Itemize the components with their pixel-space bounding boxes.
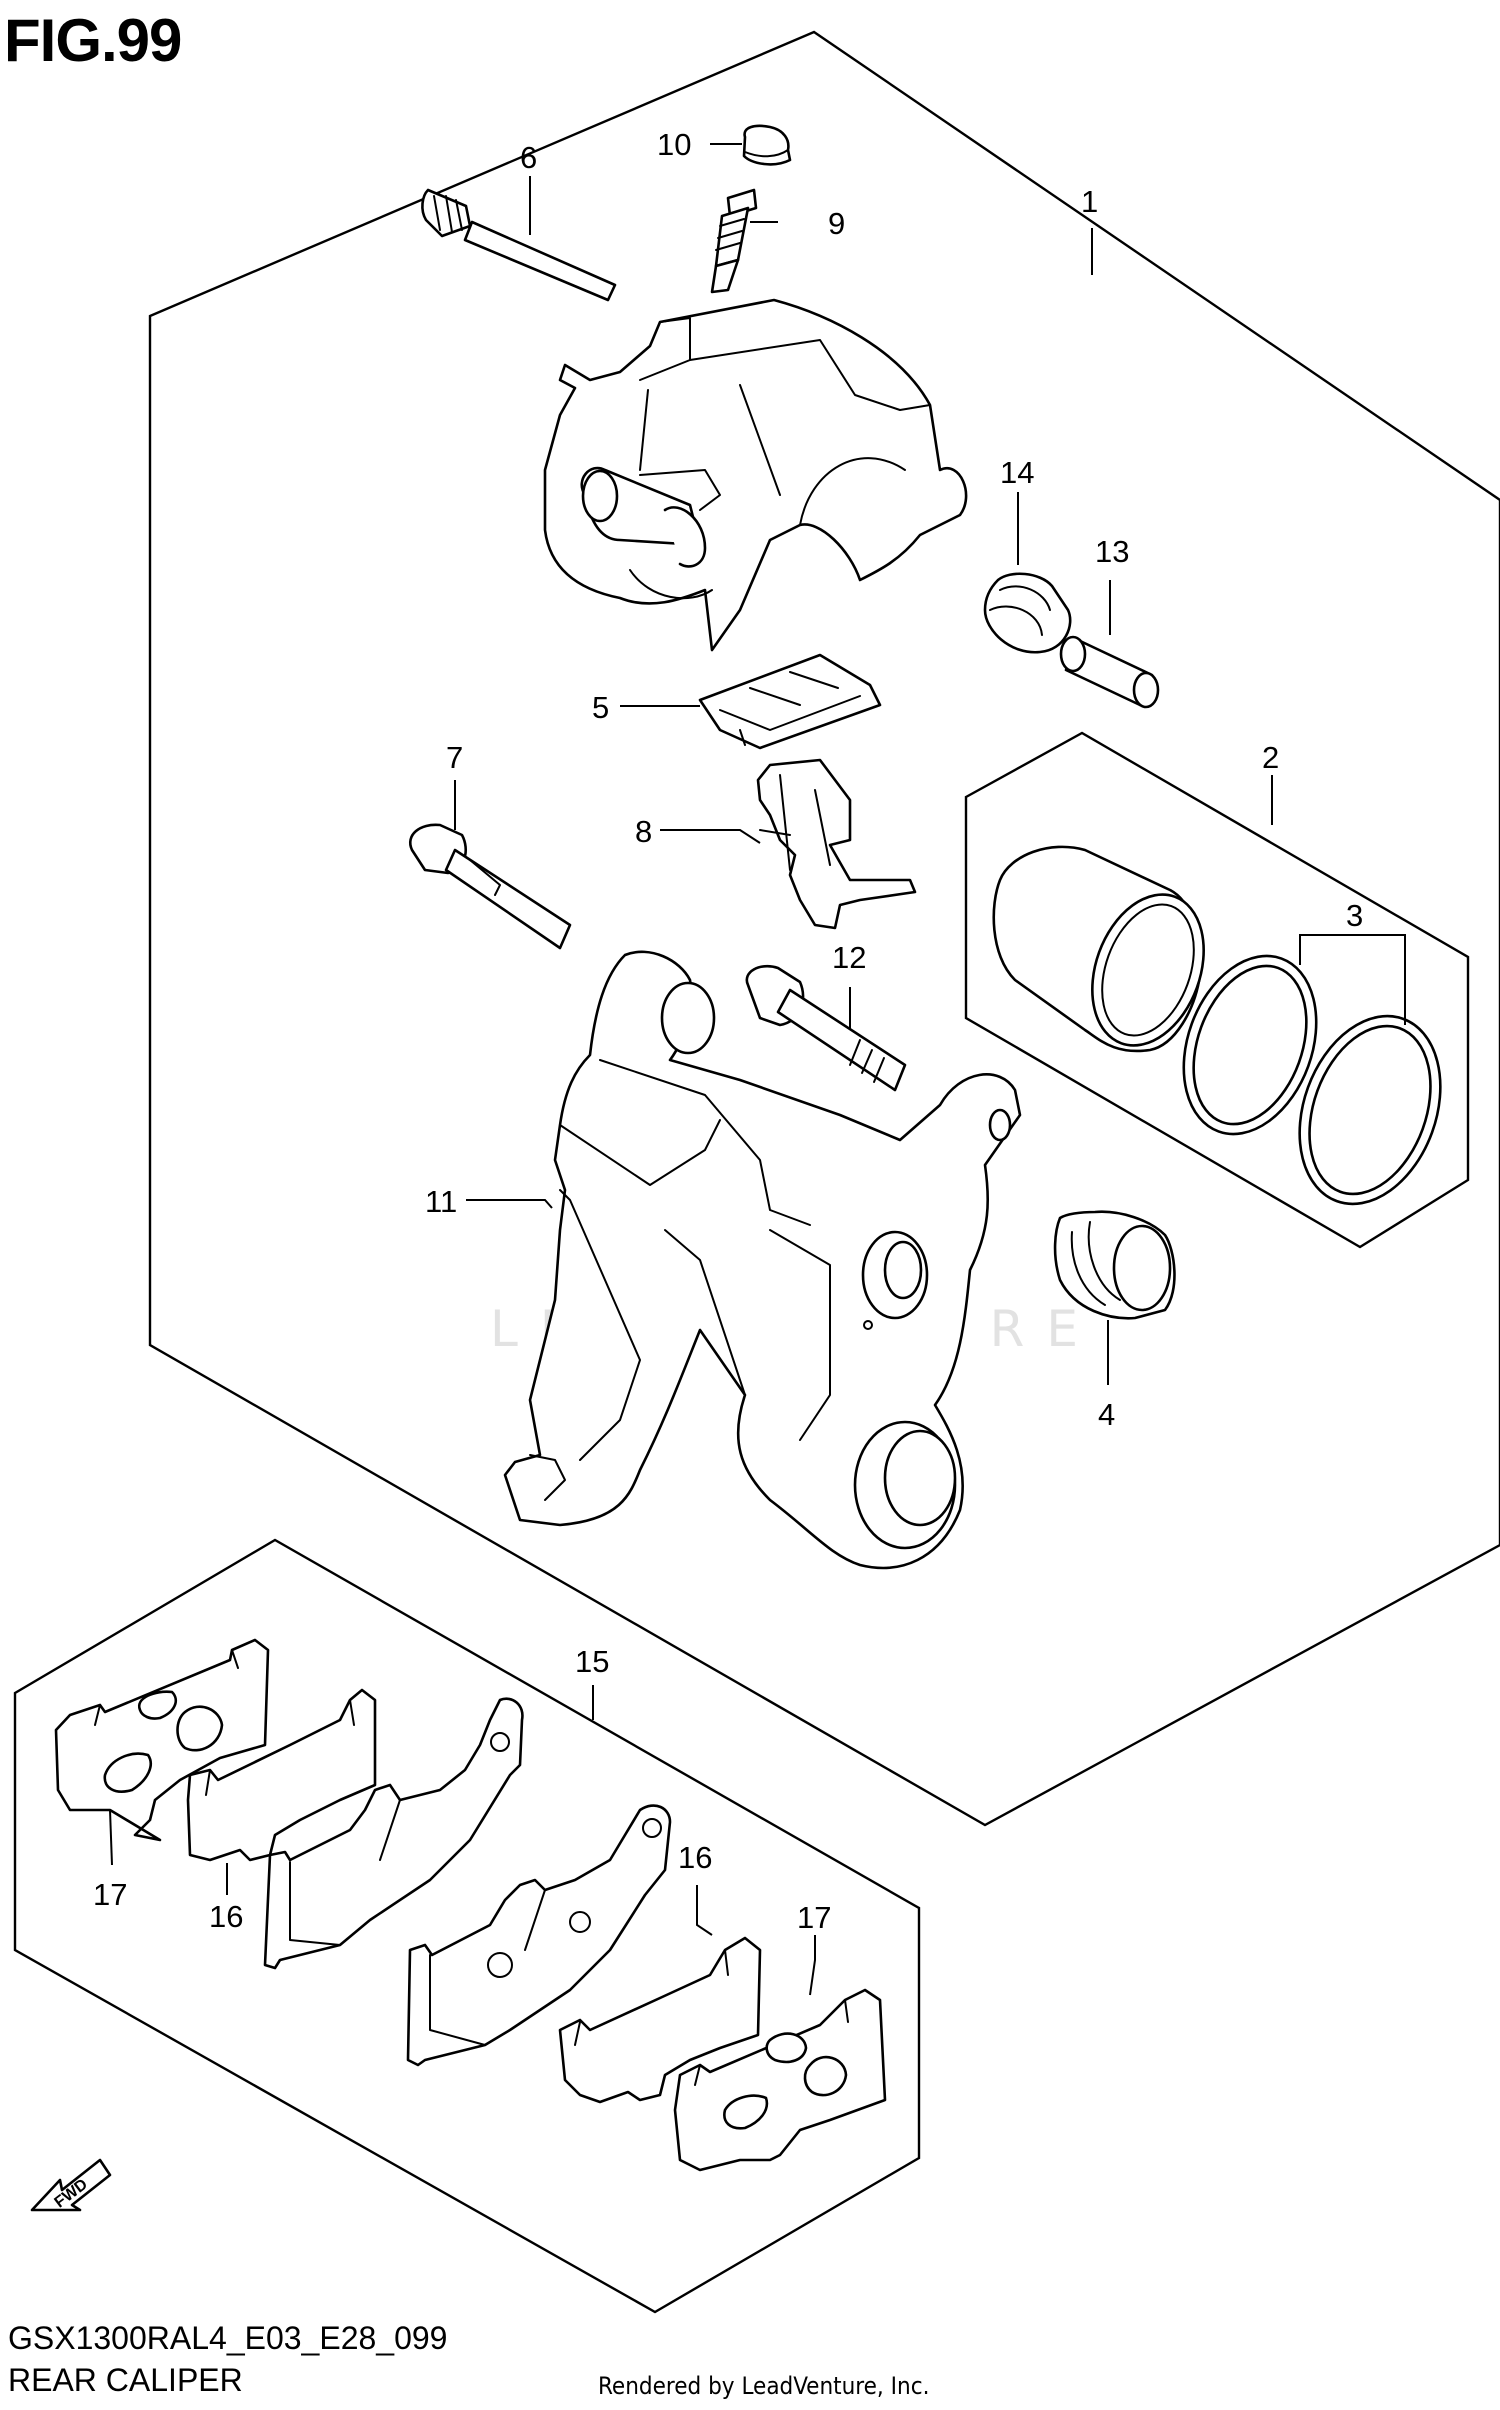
- dust-seal[interactable]: [1275, 996, 1465, 1223]
- callout-9: 9: [828, 206, 845, 241]
- pad-set-frame: [13, 1538, 921, 2314]
- callout-17-left: 17: [93, 1877, 127, 1912]
- bracket-boot[interactable]: [1053, 1210, 1176, 1320]
- fwd-arrow-icon: FWD: [30, 2158, 112, 2211]
- caliper-assembly-frame: [148, 30, 1500, 1827]
- pad-backing-shim-left[interactable]: [186, 1688, 377, 1862]
- section-name: REAR CALIPER: [8, 2362, 243, 2398]
- piston-seal-kit-frame: [964, 731, 1470, 1249]
- caliper-bracket[interactable]: [503, 950, 1022, 1570]
- callout-10: 10: [657, 127, 691, 162]
- brake-piston[interactable]: [992, 845, 1224, 1061]
- figure-title: FIG.99: [4, 7, 182, 74]
- pad-spring[interactable]: [698, 653, 882, 750]
- piston-seal[interactable]: [1160, 937, 1339, 1152]
- pad-retainer[interactable]: [756, 758, 917, 930]
- callout-4: 4: [1098, 1397, 1115, 1432]
- render-credit: Rendered by LeadVenture, Inc.: [598, 2372, 930, 2400]
- leader-lines: [109, 143, 1406, 1996]
- callout-1: 1: [1081, 184, 1098, 219]
- bleeder-cap[interactable]: [742, 124, 792, 166]
- mounting-bolt[interactable]: [409, 823, 572, 950]
- slide-pin-sleeve[interactable]: [1059, 635, 1160, 709]
- callout-17-right: 17: [797, 1900, 831, 1935]
- callout-2: 2: [1262, 740, 1279, 775]
- model-code: GSX1300RAL4_E03_E28_099: [8, 2320, 448, 2356]
- callout-7: 7: [446, 740, 463, 775]
- callout-16-left: 16: [209, 1899, 243, 1934]
- pad-shim-left[interactable]: [54, 1638, 270, 1842]
- slide-pin-boot[interactable]: [983, 572, 1072, 654]
- pad-backing-shim-right[interactable]: [558, 1936, 762, 2104]
- caliper-body[interactable]: [543, 298, 968, 652]
- brake-pad-right[interactable]: [406, 1804, 672, 2067]
- pad-shim-right[interactable]: [673, 1988, 887, 2172]
- slide-pin[interactable]: [421, 188, 617, 302]
- callout-13: 13: [1095, 534, 1129, 569]
- callout-16-right: 16: [678, 1840, 712, 1875]
- callout-14: 14: [1000, 455, 1034, 490]
- callout-11: 11: [425, 1184, 457, 1219]
- callout-8: 8: [635, 814, 652, 849]
- caliper-bolt[interactable]: [745, 964, 907, 1092]
- callout-15: 15: [575, 1644, 609, 1679]
- callout-6: 6: [520, 140, 537, 175]
- callout-3: 3: [1346, 898, 1363, 933]
- callout-5: 5: [592, 690, 609, 725]
- brake-pad-left[interactable]: [263, 1697, 524, 1970]
- bleeder-valve[interactable]: [710, 188, 758, 294]
- callout-12: 12: [832, 940, 866, 975]
